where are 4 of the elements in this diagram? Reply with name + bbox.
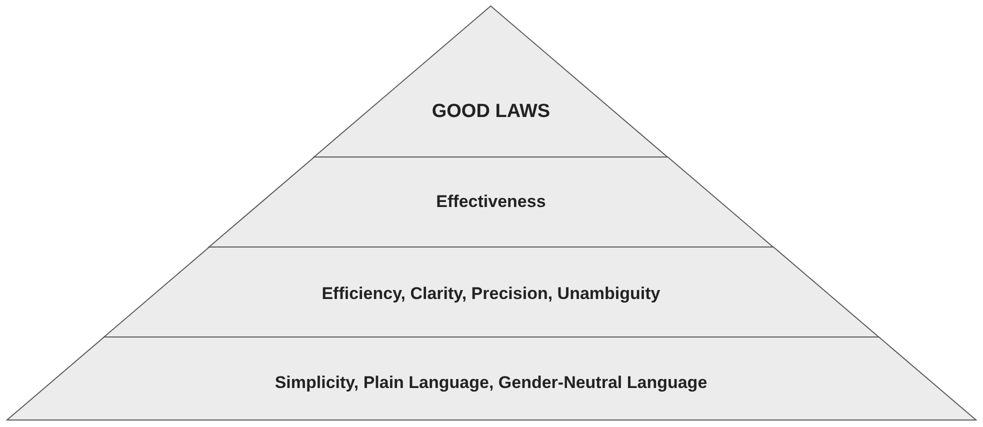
tier-label: Efficiency, Clarity, Precision, Unambiguity <box>320 284 662 304</box>
tier-label: Effectiveness <box>435 192 547 212</box>
tier-label: GOOD LAWS <box>430 100 552 124</box>
tier-label: Simplicity, Plain Language, Gender-Neutral Language <box>274 372 708 394</box>
